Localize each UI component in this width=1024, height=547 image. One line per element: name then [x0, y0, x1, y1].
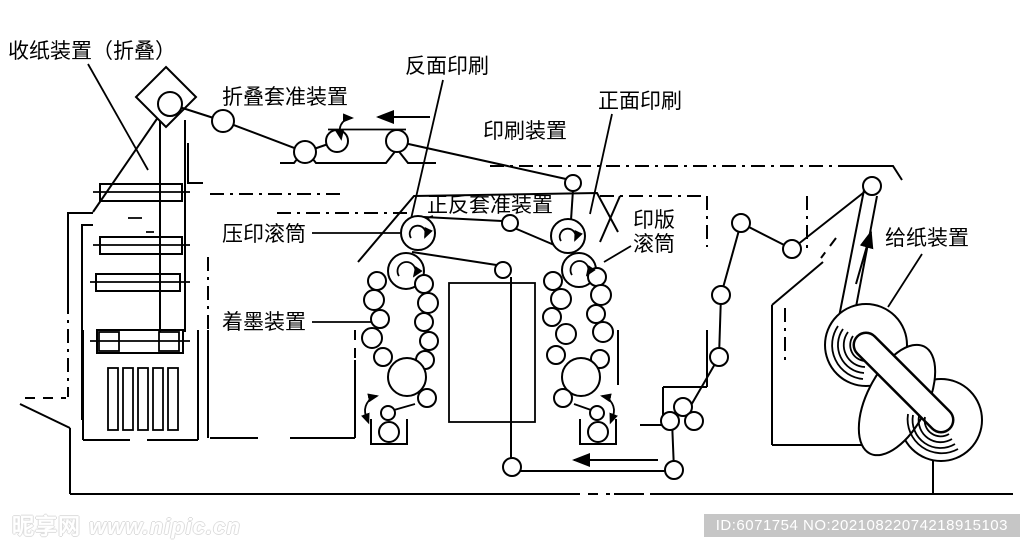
- oscillation-arrow-icon: [600, 393, 618, 425]
- feed-direction-arrow: [855, 230, 874, 285]
- infeed-festoon-rollers: [660, 176, 882, 431]
- label-inking-unit: 着墨装置: [222, 310, 306, 334]
- label-leader-lines: [87, 63, 923, 323]
- label-impression-cylinder: 压印滚筒: [222, 222, 306, 246]
- direction-arrows: [335, 110, 874, 467]
- dampening-unit-1: [370, 403, 416, 445]
- watermark-site-url: www.nipic.cn: [89, 514, 241, 539]
- diagram-labels: 收纸装置（折叠） 折叠套准装置 反面印刷 印刷装置 正面印刷 正反套准装置 压印…: [8, 39, 969, 334]
- label-plate-cylinder-l1: 印版: [633, 208, 675, 232]
- machine-frame: [19, 147, 1013, 495]
- label-front-printing: 正面印刷: [598, 89, 682, 113]
- rotation-arrow-icon: [558, 227, 583, 242]
- printing-unit-frames: [207, 191, 708, 426]
- paper-roll-hatching: [831, 325, 959, 455]
- label-printing-section: 印刷装置: [483, 119, 567, 143]
- image-id-badge: ID:6071754 NO:20210822074218915103: [703, 514, 1020, 537]
- inking-train-1: [361, 271, 439, 408]
- former-nose-roller: [157, 91, 183, 117]
- label-front-back-register: 正反套准装置: [427, 193, 553, 217]
- web-path: [169, 103, 878, 472]
- inking-train-2: [542, 267, 614, 408]
- rotation-arrow-icon: [408, 224, 433, 239]
- watermark: 昵享网 www.nipic.cn: [12, 509, 241, 541]
- rotation-arrow-icon: [569, 260, 596, 277]
- rotation-arrow-icon: [396, 261, 423, 278]
- impression-cylinder-2: [550, 218, 586, 254]
- oscillation-arrow-icon: [335, 113, 354, 141]
- label-delivery-unit: 收纸装置（折叠）: [8, 39, 176, 63]
- oscillation-arrow-icon: [361, 393, 379, 425]
- watermark-site-name: 昵享网: [12, 514, 82, 539]
- label-folding-register: 折叠套准装置: [222, 85, 348, 109]
- impression-cylinder-1: [400, 215, 436, 251]
- folded-product-stack: [107, 367, 179, 431]
- central-housing: [448, 282, 536, 423]
- ink-drum-2: [561, 357, 601, 397]
- label-reverse-printing: 反面印刷: [405, 54, 489, 78]
- label-paper-feeder: 给纸装置: [885, 226, 969, 250]
- label-plate-cylinder-l2: 滚筒: [633, 232, 675, 256]
- rollers-and-cylinders: [157, 91, 882, 480]
- dampening-unit-2: [573, 403, 617, 445]
- ink-drum-1: [387, 357, 427, 397]
- reel-stand: [824, 303, 983, 462]
